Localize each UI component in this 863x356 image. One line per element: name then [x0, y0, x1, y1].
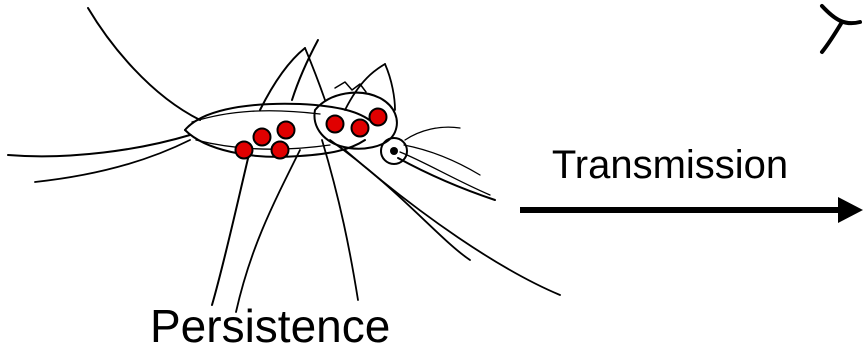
pathogen-dot: [236, 142, 253, 159]
pathogen-dot: [272, 142, 289, 159]
pathogen-dot: [352, 120, 369, 137]
mosquito-icon: [8, 8, 560, 312]
pathogen-dot: [278, 122, 295, 139]
transmission-label: Transmission: [520, 142, 820, 188]
arrow-right-icon: [520, 197, 863, 223]
pathogen-dot: [370, 109, 387, 126]
pathogen-dot: [327, 116, 344, 133]
partial-figure-icon: [822, 6, 860, 52]
persistence-label: Persistence: [150, 300, 390, 352]
mosquito-eye: [390, 147, 398, 155]
pathogen-dot: [254, 129, 271, 146]
